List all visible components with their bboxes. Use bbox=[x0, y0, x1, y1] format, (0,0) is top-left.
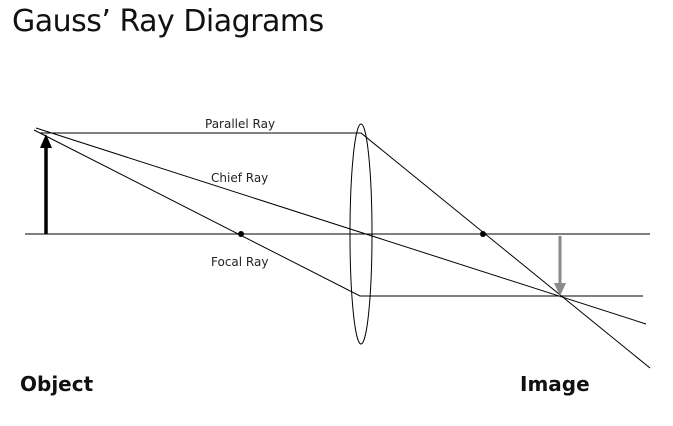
chief-ray bbox=[35, 127, 647, 325]
chief-ray-label: Chief Ray bbox=[211, 171, 268, 185]
page-title: Gauss’ Ray Diagrams bbox=[12, 4, 324, 39]
parallel-ray-label: Parallel Ray bbox=[205, 117, 275, 131]
focal-ray-label: Focal Ray bbox=[211, 255, 268, 269]
focal-ray bbox=[33, 129, 643, 297]
front-focal-point bbox=[238, 231, 244, 237]
image-label: Image bbox=[520, 372, 590, 396]
parallel-ray bbox=[40, 132, 651, 369]
lens bbox=[349, 123, 373, 345]
back-focal-point bbox=[480, 231, 486, 237]
object-label: Object bbox=[20, 372, 94, 396]
object-arrowhead bbox=[40, 134, 52, 148]
image-arrowhead bbox=[554, 283, 566, 296]
